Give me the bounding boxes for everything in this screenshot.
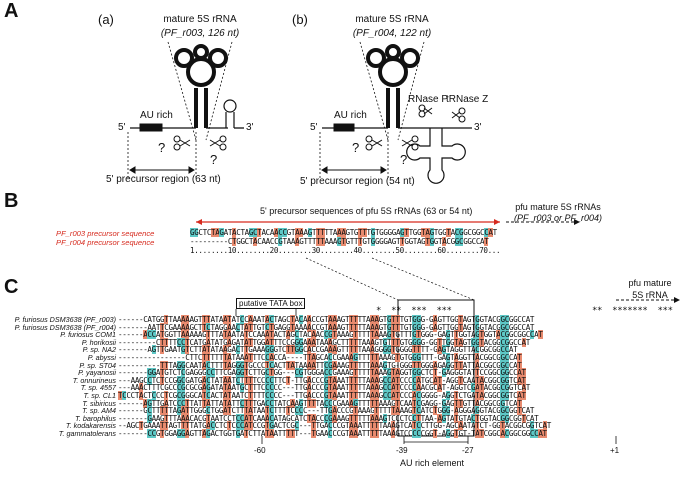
mature-a-detail: (PF_r003, 126 nt) [160, 28, 240, 39]
pf-r003-precursor-name: PF_r003 precursor sequence [56, 229, 155, 238]
au-rich-element-label: AU rich element [400, 458, 465, 468]
five-prime-a: 5' [118, 122, 126, 133]
panel-b-ruler: 1........10........20........30........4… [190, 246, 501, 255]
species-name: P. furiosus DSM3638 (PF_r004) [14, 322, 116, 332]
pf-r004-precursor-seq: ---------CTGGCTACAACCGTAAAGTTTTTAAAGTGTT… [190, 237, 489, 246]
alignment-row: --AGCTGAAATTAGTTTTATGACCTCTCCCATCCGTGACT… [118, 421, 551, 431]
panel-b-arrow-label: 5' precursor sequences of pfu 5S rRNAs (… [260, 206, 473, 216]
species-name: T. gammatolerans [58, 429, 116, 438]
alignment-row: -------GGATGTCTCGAGGGCCTTCGAGGTCTTGCTGG-… [118, 368, 526, 378]
species-name: T. kodakarensis [65, 421, 116, 431]
panel-a-sub-b: (b) [292, 12, 308, 27]
panel-c-mature-label-1: pfu mature [628, 278, 672, 288]
structure-a [127, 41, 244, 178]
trnase-z-label: tRNase Z [446, 94, 489, 105]
pos-m60-label: -60 [254, 446, 266, 455]
species-name: P. abyssi [87, 353, 116, 362]
alignment-row: -------AGTTGAATGTCTTATATAAGACTTGAAAGGGTC… [118, 345, 518, 355]
species-name: T. sibiricus [82, 398, 116, 408]
rna-diagram-a [127, 41, 472, 184]
alignment-row: ---------CTTTTCCTCATGATATGAGATATTGGATTTC… [118, 337, 530, 347]
species-name: P. sp. ST04 [79, 360, 116, 370]
alignment-row: ----------TTTAGGCAATACTTTTAGGGTGCCCTCACT… [118, 360, 522, 370]
panel-b-mature-label-2: (PF_r003 or PF_r004) [513, 213, 603, 223]
alignment-row: ------ACCATGGTTAAAAAGTTTATAATATCCAAATACT… [118, 330, 543, 340]
panel-a-sub-a: (a) [98, 12, 114, 27]
question-b1: ? [352, 140, 360, 155]
question-b2: ? [400, 152, 408, 167]
species-name: P. sp. NA2 [82, 345, 116, 355]
five-prime-b: 5' [310, 122, 318, 133]
alignment-row: ------AGTTGATCCCTTATTATTATATTCTTTGACCTAT… [118, 398, 522, 408]
species-name: P. furiosus COM1 [60, 330, 116, 340]
question-a1: ? [158, 140, 166, 155]
alignment-row: ---AAGCCTCTCCGGCGATGACTATAATCTTTTCCCCTTC… [118, 375, 526, 385]
species-name: T. sp. 4557 [80, 383, 116, 393]
question-a2: ? [210, 152, 218, 167]
precursor-a-label: 5' precursor region (63 nt) [106, 174, 221, 185]
mature-b-title: mature 5S rRNA [355, 14, 429, 25]
conservation-stars-1: * ** *** *** [376, 306, 452, 316]
rnase-p-label: RNase P [408, 94, 449, 105]
alignment-row: ------CATGGTTAAAAAGTTTATAATATCCAAATACTAG… [118, 315, 535, 324]
alignment-row: -------GAAGTTTAAACACGTAATCCTCCATCAAACATA… [118, 413, 539, 423]
species-name: T. sp. CL1 [83, 391, 117, 400]
panel-c-mature-label-2: 5S rRNA [632, 290, 668, 300]
alignment-row: -------CCGTGGAGGAGTTAGACTGGTGATCTTATAATT… [118, 429, 547, 438]
au-rich-b-label: AU rich [334, 110, 367, 121]
panel-c-letter: C [4, 276, 19, 298]
alignment-row: ---AAACTTTCGCCCGCGCGAGATATAATGCTTTCCCCC-… [118, 383, 530, 393]
alignment-row: -------AATTCGAAAAGCTTCTAGGAACTATTGTCTGAG… [118, 322, 535, 332]
panel-b-letter: B [4, 190, 19, 212]
pos-m39-label: -39 [396, 446, 408, 455]
species-name: T. barophilus [75, 413, 116, 423]
structure-b [319, 41, 472, 184]
precursor-b-label: 5' precursor region (54 nt) [300, 176, 415, 187]
pos-m27-label: -27 [462, 446, 474, 455]
panel-b-mature-label-1: pfu mature 5S rRNAs [515, 202, 601, 212]
pf-r004-precursor-name: PF_r004 precursor sequence [56, 238, 155, 247]
species-name: P. yayanosii [78, 368, 116, 378]
three-prime-b: 3' [474, 122, 482, 133]
au-rich-a-label: AU rich [140, 110, 173, 121]
species-name: T. sp. AM4 [82, 406, 116, 416]
tata-box-label: putative TATA box [236, 298, 306, 309]
mature-b-detail: (PF_r004, 122 nt) [352, 28, 432, 39]
pf-r003-precursor-seq: GGCTCTAGATACTAGCTACAACCGTAAAGTTTTTAAAGTG… [190, 228, 497, 237]
alignment-row: TCCCTACTCCCTCGCGGGCATCACTATAATCTTTTCCCC-… [118, 391, 526, 400]
panel-a-letter: A [4, 0, 19, 22]
alignment-row: ----------------CTTCTTTTTTATAAATTTCCACCA… [118, 353, 522, 362]
species-name: T. onnurineus [72, 375, 116, 385]
species-name: P. furiosus DSM3638 (PF_r003) [14, 315, 116, 324]
pos-p1-label: +1 [610, 446, 620, 455]
alignment-row: ------GCTTTTTAGATTGGGCTGGATCTTTATAATCTTT… [118, 406, 535, 416]
species-name: P. horikosii [81, 337, 116, 347]
mature-a-title: mature 5S rRNA [163, 14, 237, 25]
three-prime-a: 3' [246, 122, 254, 133]
conservation-stars-2: ** ******* *** [592, 306, 673, 316]
